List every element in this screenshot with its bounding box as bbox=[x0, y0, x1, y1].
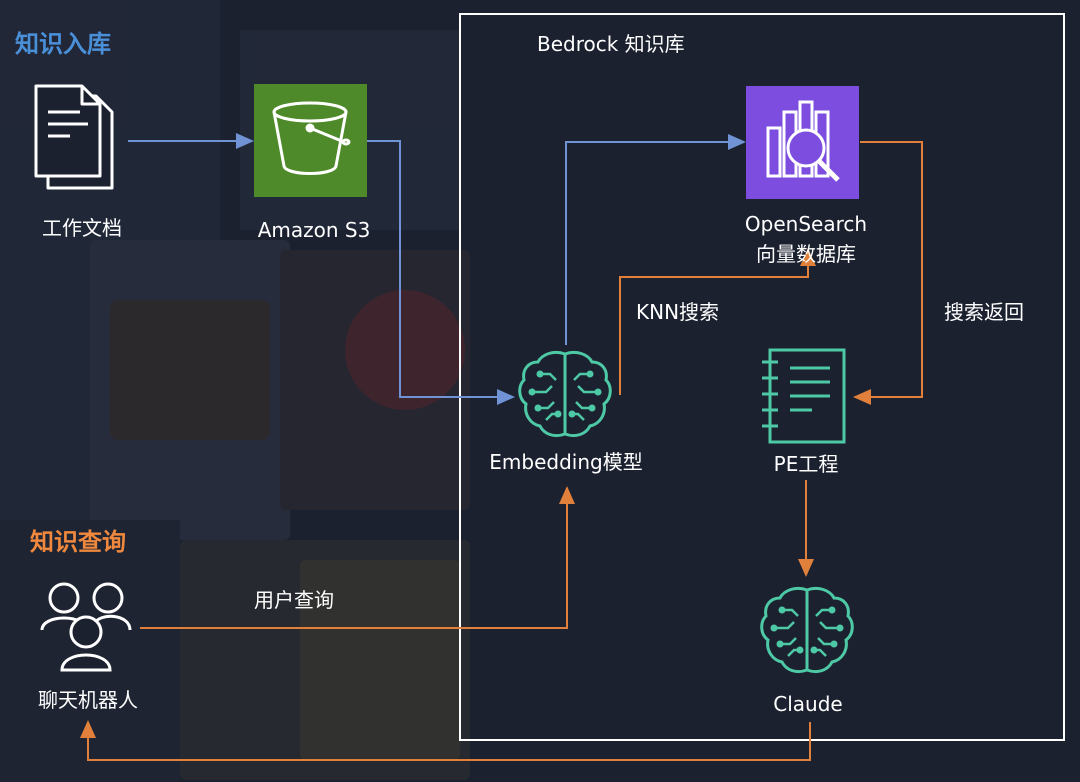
claude-icon bbox=[760, 586, 854, 674]
user-query-label: 用户查询 bbox=[254, 588, 334, 612]
brain-circuit-icon bbox=[518, 350, 612, 438]
edge-search-return bbox=[853, 141, 923, 405]
edge-claude-to-chatbot bbox=[80, 720, 811, 761]
chatbot-label: 聊天机器人 bbox=[38, 688, 138, 712]
documents-icon bbox=[34, 84, 114, 190]
search-return-label: 搜索返回 bbox=[944, 300, 1024, 324]
notebook-icon bbox=[762, 348, 846, 444]
opensearch-label-line2: 向量数据库 bbox=[756, 242, 856, 266]
heading-ingest: 知识入库 bbox=[15, 30, 111, 58]
edge-s3-to-embedding bbox=[367, 140, 515, 405]
bedrock-container bbox=[459, 13, 1065, 741]
edge-user-query bbox=[140, 486, 575, 629]
pe-label: PE工程 bbox=[773, 452, 839, 476]
embedding-label: Embedding模型 bbox=[489, 450, 643, 474]
claude-label: Claude bbox=[773, 692, 843, 716]
heading-query: 知识查询 bbox=[30, 528, 126, 556]
s3-label: Amazon S3 bbox=[257, 218, 371, 242]
opensearch-label-line1: OpenSearch bbox=[744, 212, 868, 236]
docs-label: 工作文档 bbox=[42, 216, 122, 240]
edge-knn-search bbox=[619, 248, 816, 395]
knn-search-label: KNN搜索 bbox=[636, 300, 720, 324]
edge-embedding-to-opensearch bbox=[565, 134, 746, 345]
opensearch-icon bbox=[746, 86, 859, 199]
bedrock-title: Bedrock 知识库 bbox=[537, 32, 685, 56]
bucket-icon bbox=[254, 84, 367, 197]
users-icon bbox=[40, 582, 132, 672]
